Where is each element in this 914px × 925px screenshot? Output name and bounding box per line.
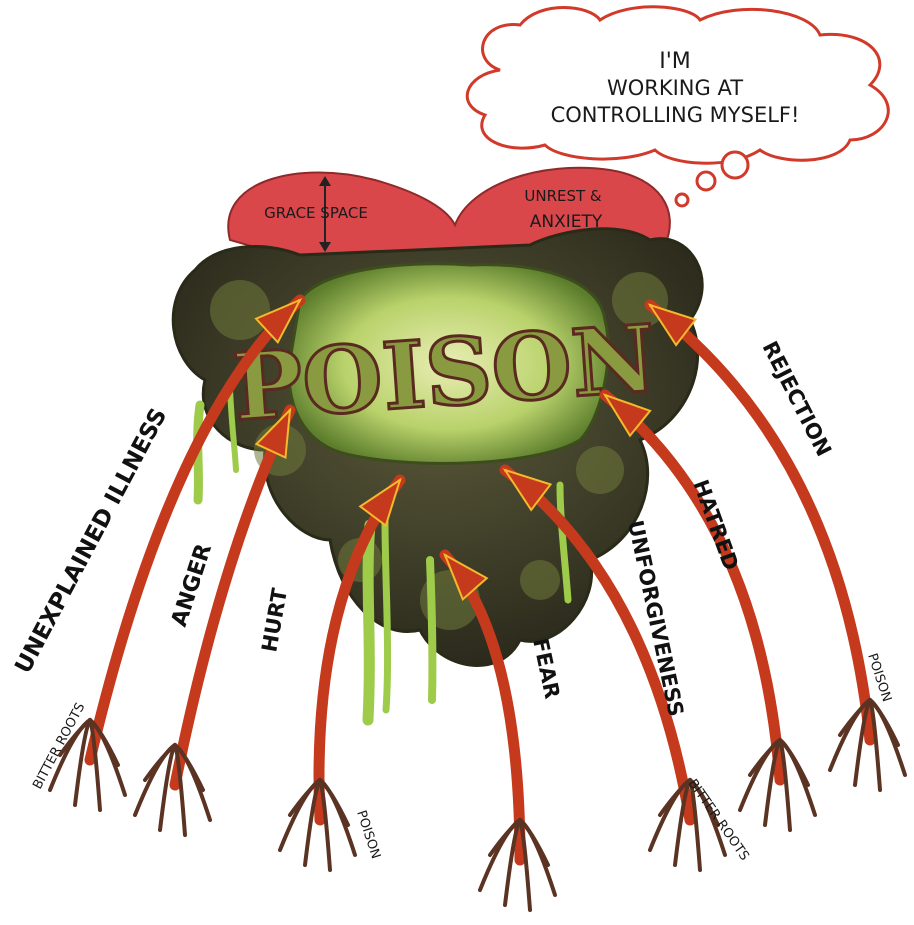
unrest-label-line2: ANXIETY [530, 212, 603, 232]
root-label-fear: FEAR [528, 636, 564, 701]
thought-line-3: CONTROLLING MYSELF! [551, 103, 800, 127]
root-label-unexplained-illness: UNEXPLAINED ILLNESS [10, 404, 172, 678]
poison-bottom-label: POISON [353, 809, 383, 861]
root-branch [480, 820, 520, 890]
grace-space-label: GRACE SPACE [264, 204, 368, 222]
root-branch [135, 745, 175, 815]
unrest-label-line1: UNREST & [524, 187, 602, 205]
thought-line-1: I'M [659, 49, 691, 74]
root-label-hatred: HATRED [688, 477, 743, 574]
root-label-hurt: HURT [257, 586, 292, 654]
thought-line-2: WORKING AT [607, 76, 743, 100]
